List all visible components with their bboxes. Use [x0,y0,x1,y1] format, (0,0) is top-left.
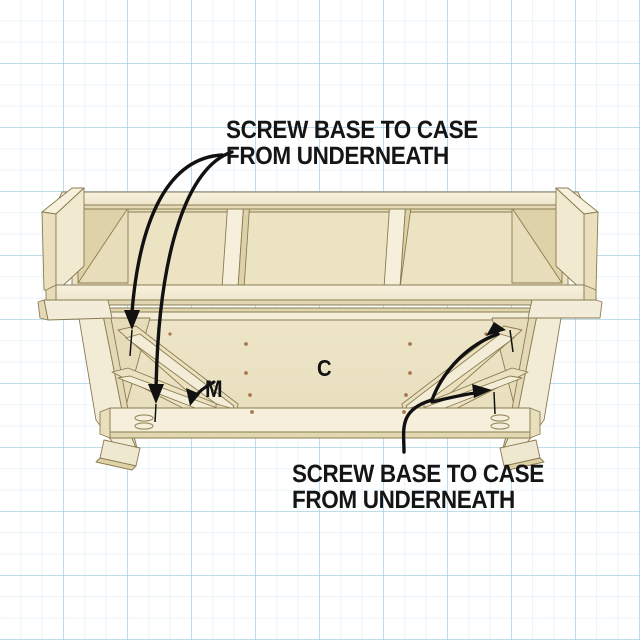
left-leg-bracket-end [37,299,49,321]
left-pocket-holes [134,414,154,430]
tick-bottom-b [493,391,496,415]
case-bottom-rail-edge [55,299,585,306]
bottom-stretcher-right-cap [529,407,541,439]
base-panel-lip-shadow [95,307,545,313]
arrowhead-top-b [148,384,164,404]
arrowhead-bottom-a [486,322,506,336]
case-top-rail-shadow [55,204,585,210]
part-label-m: M [205,376,223,403]
base-assembly [37,299,603,471]
leader-bottom-a [430,332,500,402]
arrowhead-top-a [124,310,140,330]
case-left-end-face [55,187,85,293]
part-label-c: C [317,355,332,381]
case-right-end-side [583,211,599,293]
tick-bottom-a [509,329,514,353]
callout-screw-base-bottom: SCREW BASE TO CASE FROM UNDERNEATH [292,460,544,514]
leader-top-a [130,153,224,314]
left-diagonal-brace-face [125,333,235,415]
arrowhead-bottom-b [472,384,492,398]
callout-leaders [130,150,500,454]
screw-dots [168,332,488,414]
bottom-stretcher-edge [109,431,531,439]
bottom-stretcher-left-cap [99,407,111,439]
callout-arrowheads [124,310,506,406]
left-foot-base [95,457,137,471]
case-left-end-side [41,211,57,293]
right-leg-bracket [527,299,603,319]
case-top-rail [55,191,585,206]
right-foot-base [503,457,545,471]
target-ticks [129,329,514,423]
right-pocket-holes [490,414,510,430]
case-assembly [41,187,599,306]
callout-screw-base-top: SCREW BASE TO CASE FROM UNDERNEATH [226,116,478,170]
leader-bottom-stem [401,398,434,454]
bottom-stretcher [109,407,531,433]
arrowhead-m [186,388,200,406]
tick-top-a [129,329,133,357]
left-leg-bracket [43,299,113,321]
leader-top-b [154,150,234,394]
tick-top-b [154,403,157,423]
